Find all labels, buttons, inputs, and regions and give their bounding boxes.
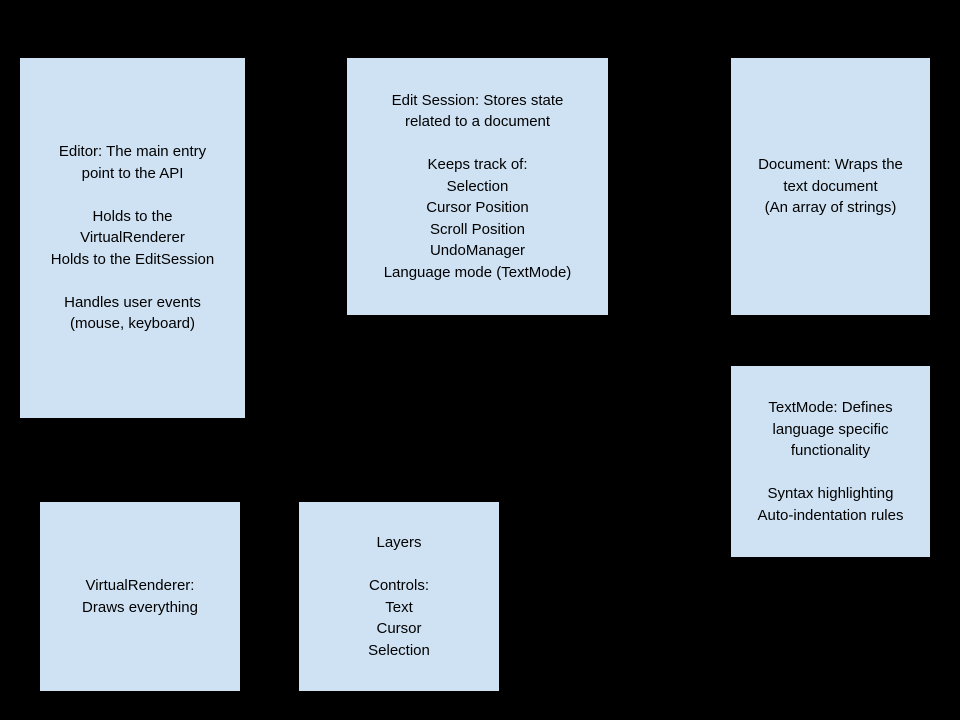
document-box-text: Document: Wraps the text document (An ar… [758, 156, 903, 217]
editor-box-text: Editor: The main entry point to the API … [50, 143, 215, 333]
virtual-renderer-box-text: VirtualRenderer: Draws everything [82, 577, 198, 616]
edit-session-box: Edit Session: Stores state related to a … [346, 57, 609, 316]
layers-box: Layers Controls: Text Cursor Selection [298, 501, 500, 692]
textmode-box: TextMode: Defines language specific func… [730, 365, 931, 558]
document-box: Document: Wraps the text document (An ar… [730, 57, 931, 316]
editor-box: Editor: The main entry point to the API … [19, 57, 246, 419]
layers-box-text: Layers Controls: Text Cursor Selection [368, 534, 430, 659]
edit-session-box-text: Edit Session: Stores state related to a … [383, 91, 572, 281]
virtual-renderer-box: VirtualRenderer: Draws everything [39, 501, 241, 692]
textmode-box-text: TextMode: Defines language specific func… [757, 399, 904, 524]
